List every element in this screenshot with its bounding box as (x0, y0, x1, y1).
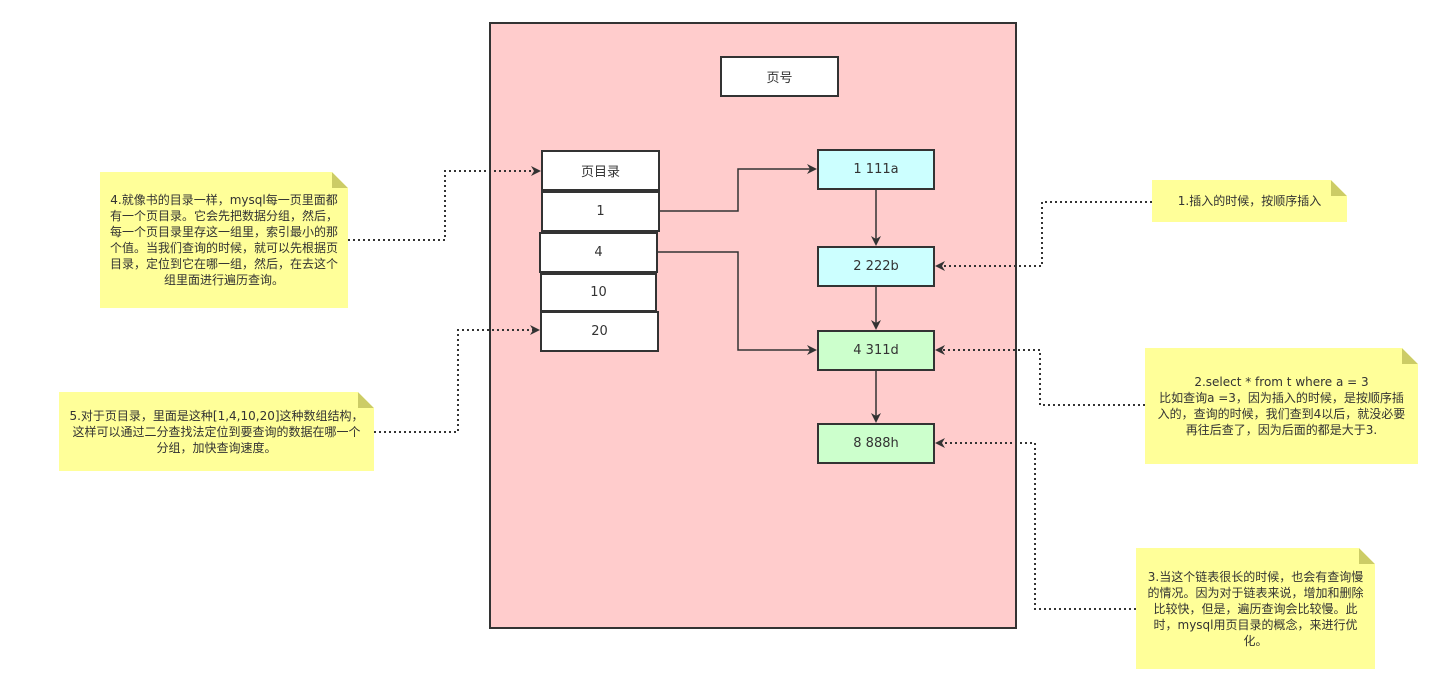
record-label: 2 222b (853, 259, 899, 274)
record-8: 8 888h (817, 423, 935, 464)
dotted-note3-to-record8 (935, 438, 1136, 610)
record-label: 4 311d (853, 343, 899, 358)
note-fold-icon (1402, 348, 1418, 364)
page-directory-header: 页目录 (541, 150, 660, 191)
note-text: 2.select * from t where a = 3 比如查询a =3，因… (1157, 375, 1406, 437)
note-insert-order: 1.插入的时候，按顺序插入 (1152, 180, 1347, 222)
note-fold-icon (332, 172, 348, 188)
page-directory-title: 页目录 (580, 165, 620, 180)
note-fold-icon (1359, 548, 1375, 564)
directory-slot-label: 4 (594, 245, 603, 260)
note-text: 3.当这个链表很长的时候，也会有查询慢的情况。因为对于链表来说，增加和删除比较快… (1147, 569, 1364, 648)
note-text: 1.插入的时候，按顺序插入 (1177, 194, 1322, 208)
arrow-slot1-to-record1 (660, 164, 817, 212)
arrow-slot4-to-record4 (658, 251, 817, 355)
page-number-label: 页号 (766, 71, 793, 86)
directory-slot-label: 10 (590, 285, 607, 300)
dotted-note1-to-record2 (935, 201, 1152, 271)
record-label: 1 111a (853, 162, 899, 177)
note-text: 4.就像书的目录一样，mysql每一页里面都有一个页目录。它会先把数据分组，然后… (110, 193, 339, 287)
directory-slot-label: 20 (591, 324, 608, 339)
note-fold-icon (358, 392, 374, 408)
dotted-note4-to-directory (348, 166, 541, 241)
note-select-query: 2.select * from t where a = 3 比如查询a =3，因… (1145, 348, 1418, 464)
directory-slot-4: 4 (539, 232, 658, 273)
dotted-note2-to-record4 (935, 345, 1145, 406)
directory-slot-1: 1 (541, 191, 660, 232)
page-number-box: 页号 (720, 56, 839, 97)
record-1: 1 111a (817, 149, 935, 190)
record-label: 8 888h (853, 436, 899, 451)
directory-slot-20: 20 (540, 311, 659, 352)
note-page-directory-explanation: 4.就像书的目录一样，mysql每一页里面都有一个页目录。它会先把数据分组，然后… (100, 172, 348, 308)
directory-slot-label: 1 (596, 204, 605, 219)
note-fold-icon (1331, 180, 1347, 196)
note-linked-list-slow: 3.当这个链表很长的时候，也会有查询慢的情况。因为对于链表来说，增加和删除比较快… (1136, 548, 1375, 669)
dotted-note5-to-slot20 (374, 325, 540, 433)
record-2: 2 222b (817, 246, 935, 287)
note-array-binary-search: 5.对于页目录，里面是这种[1,4,10,20]这种数组结构，这样可以通过二分查… (59, 392, 374, 471)
record-4: 4 311d (817, 330, 935, 371)
note-text: 5.对于页目录，里面是这种[1,4,10,20]这种数组结构，这样可以通过二分查… (69, 408, 364, 455)
